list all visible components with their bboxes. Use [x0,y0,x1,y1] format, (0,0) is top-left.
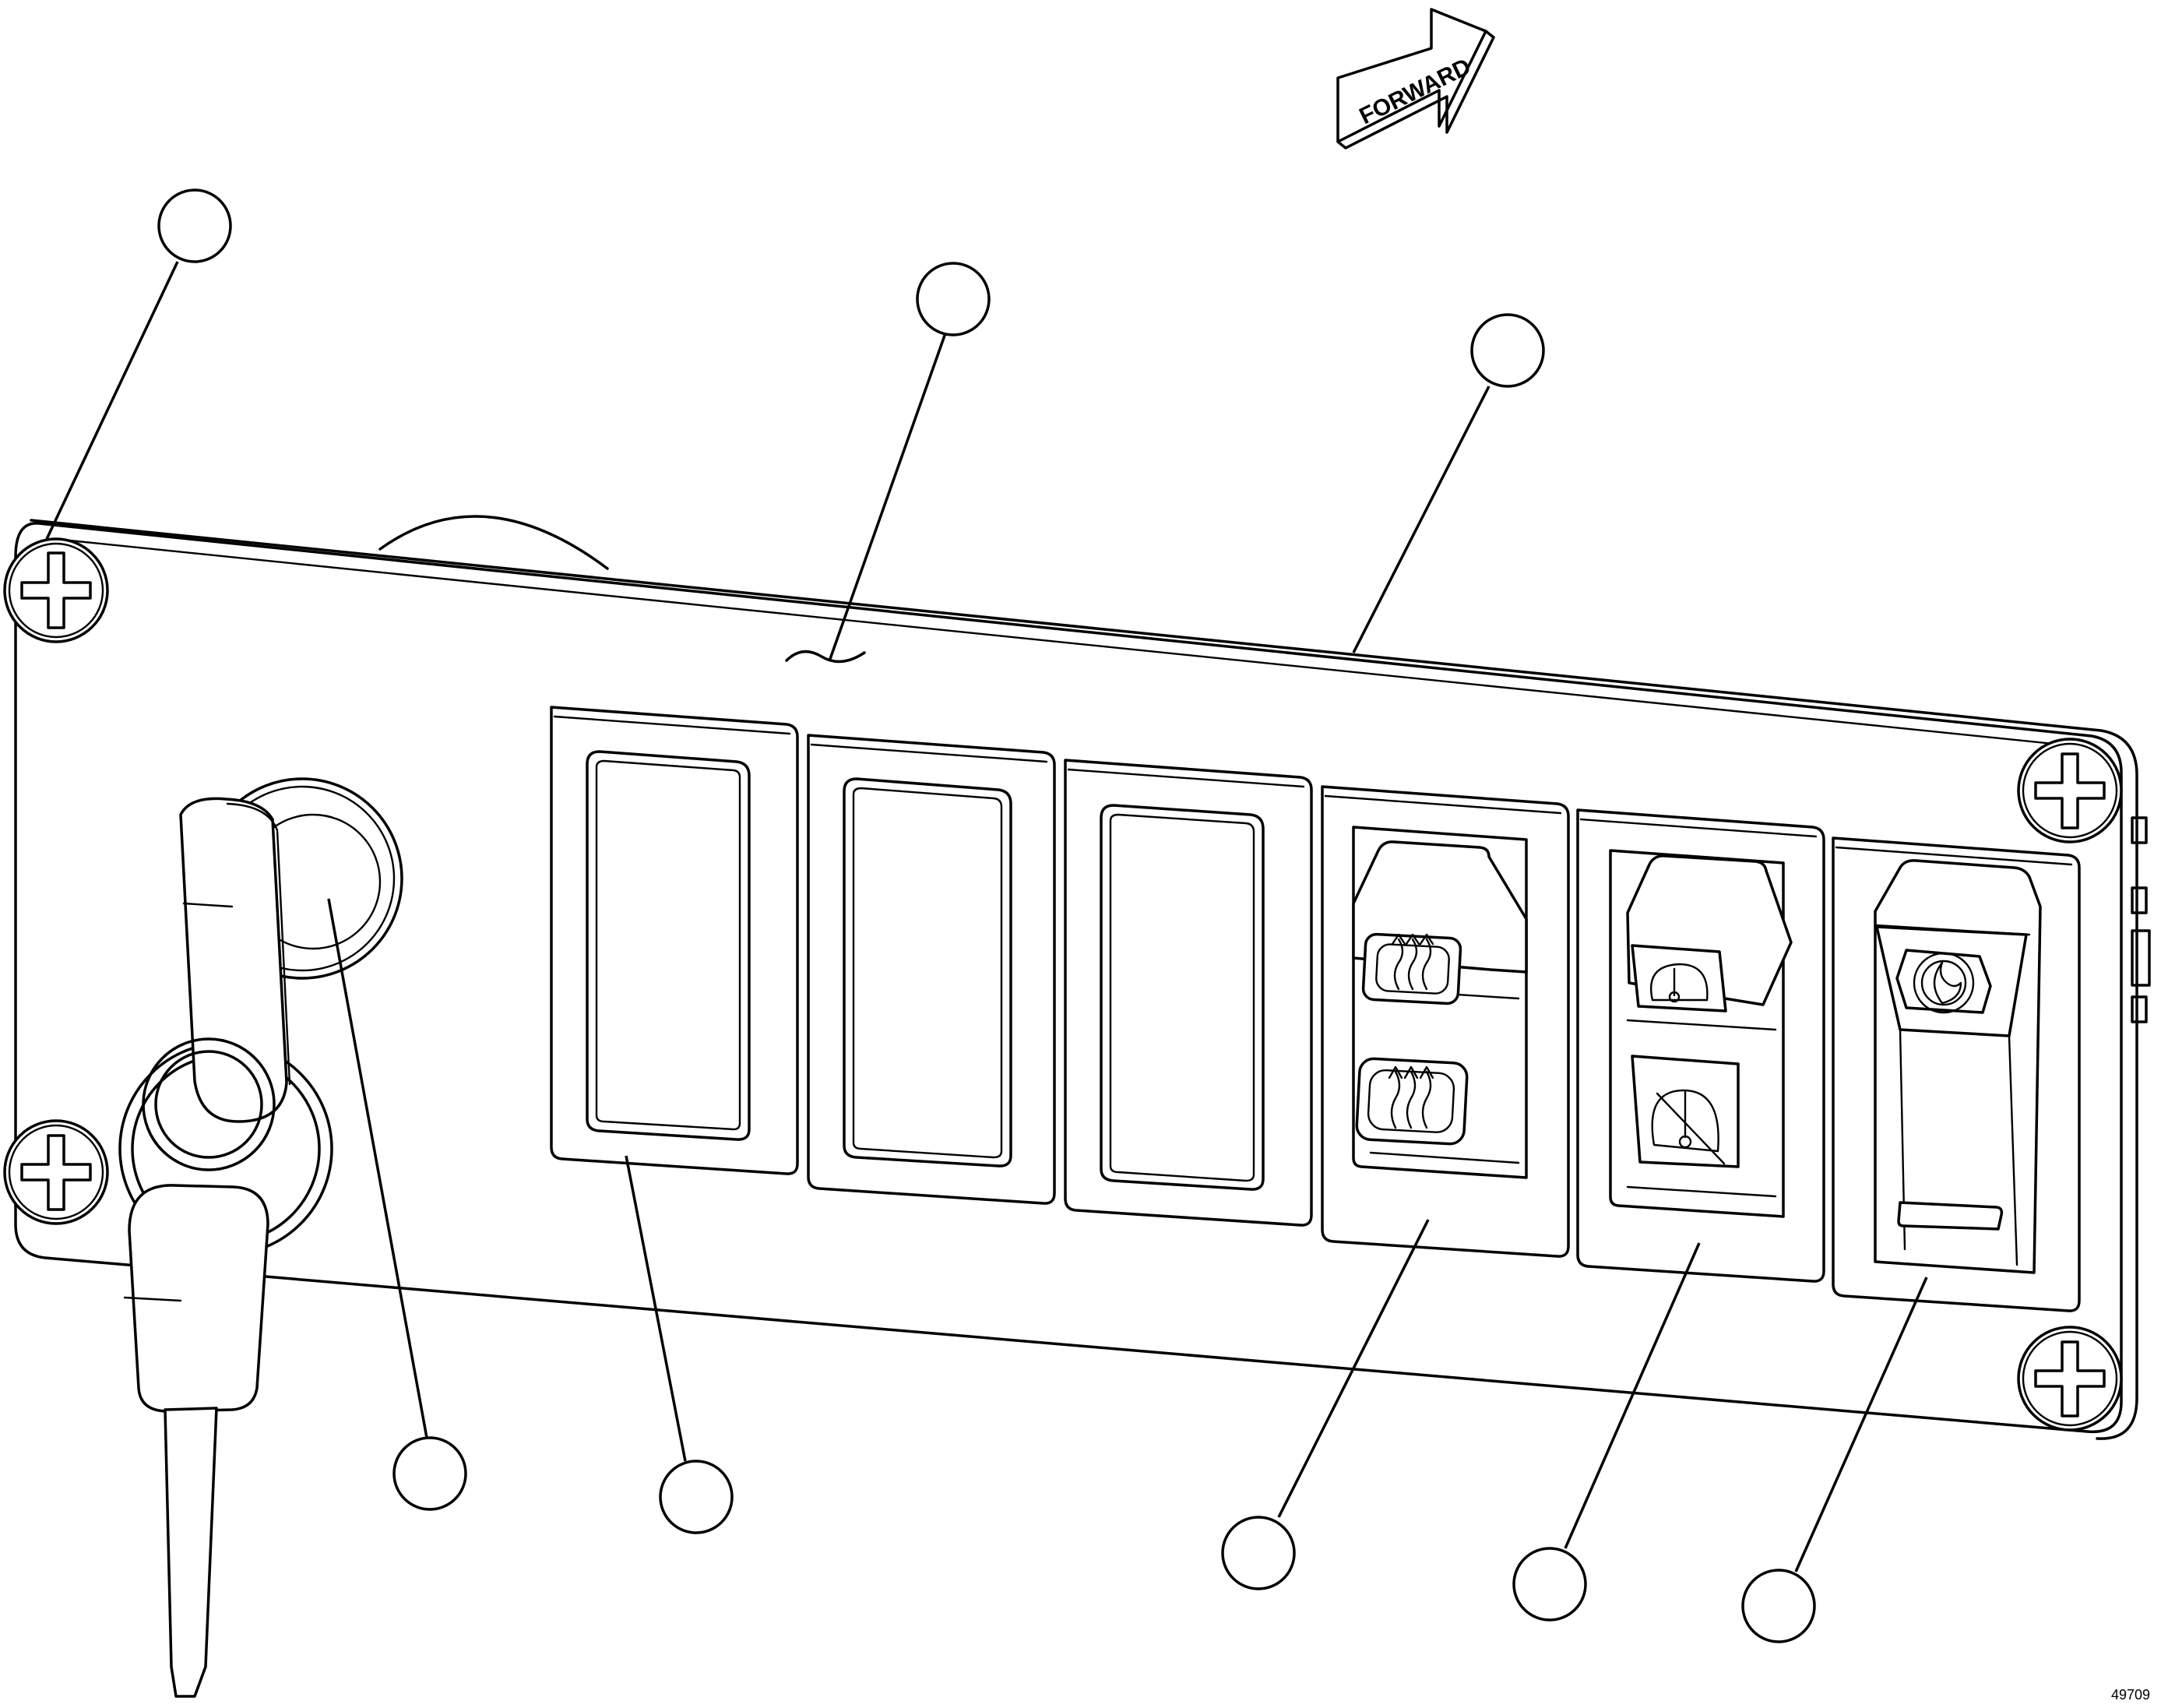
rocker-switch-light [1832,836,2081,1312]
thermometer-icon [1631,944,1727,1012]
callout-heater-rocker-switch [1221,1516,1296,1590]
leader-lines [45,261,1928,1572]
ignition-key-switch [118,777,403,1698]
callout-screw-top-left [157,188,232,263]
heat-waves-icon [1361,932,1462,1005]
panel-break-mark [785,650,866,664]
heat-waves-icon [1355,1057,1469,1146]
blank-plug-2 [807,734,1056,1205]
callout-light-rocker-switch [1741,1569,1816,1643]
light-switch-slot [1897,1201,2004,1231]
callout-panel-plate [1470,313,1545,388]
screw-bottom-left [3,1119,109,1225]
forward-arrow: FORWARD [1336,8,1495,150]
panel-back-boss [378,515,609,570]
callout-blank-switch-plugs [659,1460,734,1534]
callout-ignition-key-switch [392,1436,467,1511]
blank-plug-1 [550,706,799,1175]
thermometer-crossed-icon [1631,1055,1740,1168]
callout-temperature-rocker-switch [1512,1547,1587,1622]
screw-top-right [2017,738,2123,843]
dimmer-moon-icon [1895,949,1992,1014]
blank-plug-3 [1064,759,1313,1227]
rocker-switch-temperature [1576,808,1825,1283]
screw-top-left [3,537,109,643]
screw-bottom-right [2017,1326,2123,1432]
rocker-switch-heater [1321,785,1570,1258]
callout-panel-surface-break [916,262,991,336]
switch-terminal-tabs [2131,816,2151,1023]
figure-number: 49709 [2110,1687,2150,1703]
